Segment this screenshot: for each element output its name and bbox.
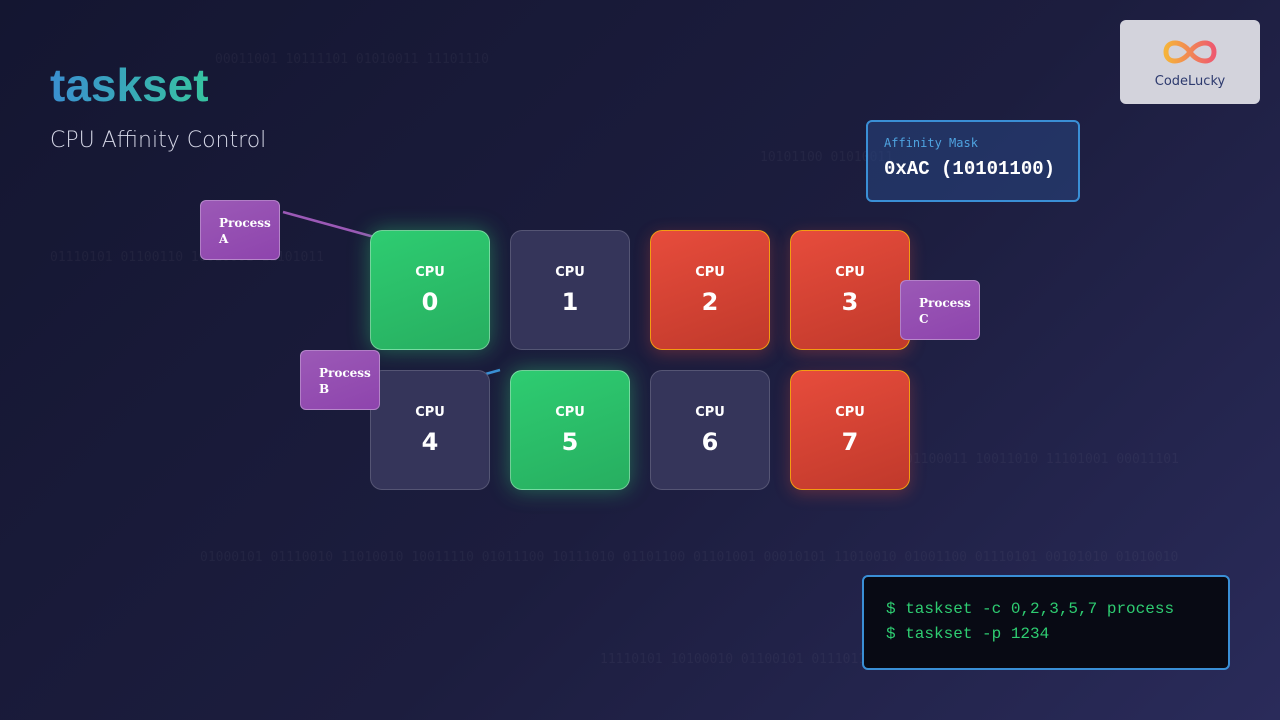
process-c-tag: Process C bbox=[900, 280, 980, 340]
process-a-tag: Process A bbox=[200, 200, 280, 260]
affinity-mask-label: Affinity Mask bbox=[884, 136, 978, 150]
process-a-link bbox=[282, 210, 379, 240]
cpu-card-5: CPU 5 bbox=[510, 370, 630, 490]
background-pattern: 01110101 01100110 10010001 11101011 bbox=[50, 250, 324, 265]
process-id: B bbox=[319, 382, 330, 396]
infinity-logo-icon bbox=[1163, 40, 1217, 63]
cpu-number: 4 bbox=[421, 427, 439, 456]
process-id: A bbox=[219, 232, 229, 246]
cpu-label: CPU bbox=[555, 404, 585, 420]
cpu-number: 1 bbox=[561, 287, 579, 316]
background-pattern: 01000101 01110010 11010010 10011110 0101… bbox=[200, 550, 1178, 565]
terminal-line: $ taskset -c 0,2,3,5,7 process bbox=[886, 600, 1175, 618]
process-label: Process bbox=[319, 366, 371, 380]
page-subtitle: CPU Affinity Control bbox=[50, 128, 267, 153]
cpu-card-3: CPU 3 bbox=[790, 230, 910, 350]
process-b-tag: Process B bbox=[300, 350, 380, 410]
cpu-label: CPU bbox=[695, 404, 725, 420]
cpu-number: 2 bbox=[701, 287, 719, 316]
process-label: Process bbox=[919, 296, 971, 310]
background-pattern: 10101100 01010011 bbox=[760, 150, 893, 165]
cpu-card-6: CPU 6 bbox=[650, 370, 770, 490]
cpu-number: 5 bbox=[561, 427, 579, 456]
cpu-label: CPU bbox=[835, 264, 865, 280]
cpu-number: 6 bbox=[701, 427, 719, 456]
affinity-mask-panel: Affinity Mask 0xAC (10101100) bbox=[866, 120, 1080, 202]
cpu-number: 3 bbox=[841, 287, 859, 316]
brand-logo: CodeLucky bbox=[1120, 20, 1260, 104]
page-title: taskset bbox=[50, 59, 209, 111]
cpu-label: CPU bbox=[415, 404, 445, 420]
cpu-card-4: CPU 4 bbox=[370, 370, 490, 490]
background-pattern: 01100011 10011010 11101001 00011101 bbox=[905, 452, 1179, 467]
brand-name: CodeLucky bbox=[1154, 73, 1226, 89]
cpu-card-1: CPU 1 bbox=[510, 230, 630, 350]
terminal-panel: $ taskset -c 0,2,3,5,7 process $ taskset… bbox=[862, 575, 1230, 670]
cpu-number: 0 bbox=[421, 287, 439, 316]
cpu-card-7: CPU 7 bbox=[790, 370, 910, 490]
background-pattern: 11110101 10100010 01100101 01110111 bbox=[600, 652, 874, 667]
affinity-mask-value: 0xAC (10101100) bbox=[884, 158, 1056, 180]
cpu-label: CPU bbox=[555, 264, 585, 280]
cpu-card-2: CPU 2 bbox=[650, 230, 770, 350]
terminal-line: $ taskset -p 1234 bbox=[886, 625, 1050, 643]
cpu-card-0: CPU 0 bbox=[370, 230, 490, 350]
cpu-label: CPU bbox=[415, 264, 445, 280]
cpu-label: CPU bbox=[695, 264, 725, 280]
background-pattern: 00011001 10111101 01010011 11101110 bbox=[215, 52, 489, 67]
cpu-label: CPU bbox=[835, 404, 865, 420]
process-id: C bbox=[919, 312, 929, 326]
process-label: Process bbox=[219, 216, 271, 230]
cpu-number: 7 bbox=[841, 427, 859, 456]
